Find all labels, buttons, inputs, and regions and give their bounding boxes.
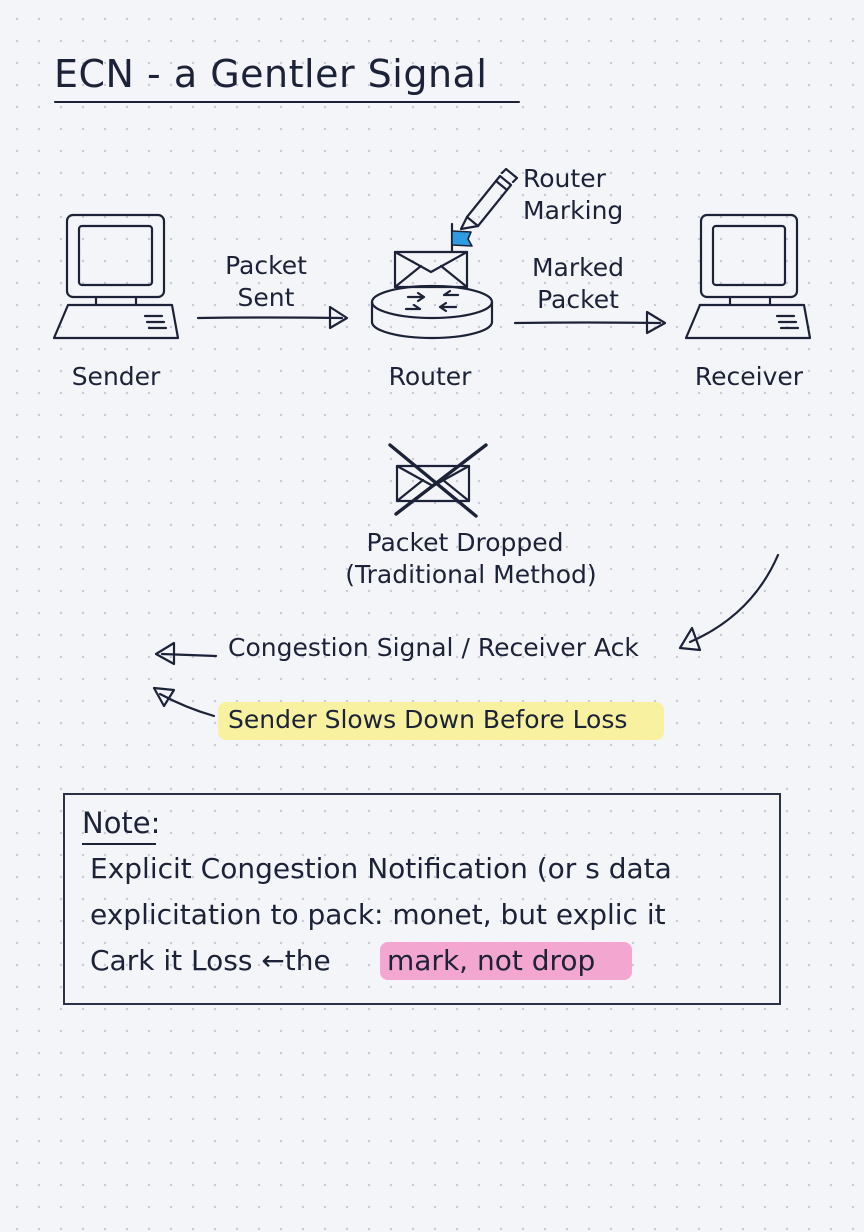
cross-icon (388, 443, 488, 518)
router-label: Router (388, 362, 472, 391)
note-highlight-text: mark, not drop (387, 944, 596, 977)
dropped-label-line-2: (Traditional Method) (345, 560, 597, 589)
router-marking-line-1: Router (523, 164, 606, 193)
packet-sent-label: Packet Sent (225, 250, 307, 314)
note-heading-underline (82, 843, 156, 845)
yellow-highlight (218, 702, 664, 740)
sender-computer-icon (52, 213, 180, 340)
packet-envelope-icon (393, 222, 469, 289)
packet-sent-line-1: Packet (225, 251, 307, 280)
receiver-computer-icon (684, 213, 812, 340)
slow-down-arrow (152, 686, 216, 718)
note-heading: Note: (82, 806, 161, 840)
dropped-label-line-1: Packet Dropped (366, 528, 564, 557)
packet-sent-arrow (196, 305, 349, 330)
pink-highlight (380, 942, 632, 980)
pencil-icon (459, 167, 519, 231)
note-line-1: Explicit Congestion Notification (or s d… (90, 852, 672, 885)
packet-sent-line-2: Sent (237, 283, 295, 312)
marked-packet-line-2: Packet (537, 285, 619, 314)
page-title: ECN - a Gentler Signal (54, 52, 488, 96)
marked-packet-line-1: Marked (531, 253, 625, 282)
title-underline (54, 101, 520, 103)
marked-packet-arrow (513, 310, 667, 335)
note-box (63, 793, 781, 1005)
sender-label: Sender (71, 362, 161, 391)
blue-flag-icon (451, 230, 473, 247)
note-line-3: Cark it Loss ←the (90, 944, 331, 977)
marked-packet-label: Marked Packet (532, 252, 624, 316)
router-marking-line-2: Marking (523, 196, 624, 225)
router-icon (370, 284, 494, 340)
note-line-2: explicitation to pack: monet, but explic… (90, 898, 666, 931)
curved-return-arrow (678, 553, 780, 652)
router-marking-label: Router Marking (523, 163, 623, 227)
slow-down-label: Sender Slows Down Before Loss (228, 705, 628, 734)
congestion-signal-arrow (154, 641, 218, 666)
congestion-signal-label: Congestion Signal / Receiver Ack (228, 633, 639, 662)
receiver-label: Receiver (694, 362, 804, 391)
